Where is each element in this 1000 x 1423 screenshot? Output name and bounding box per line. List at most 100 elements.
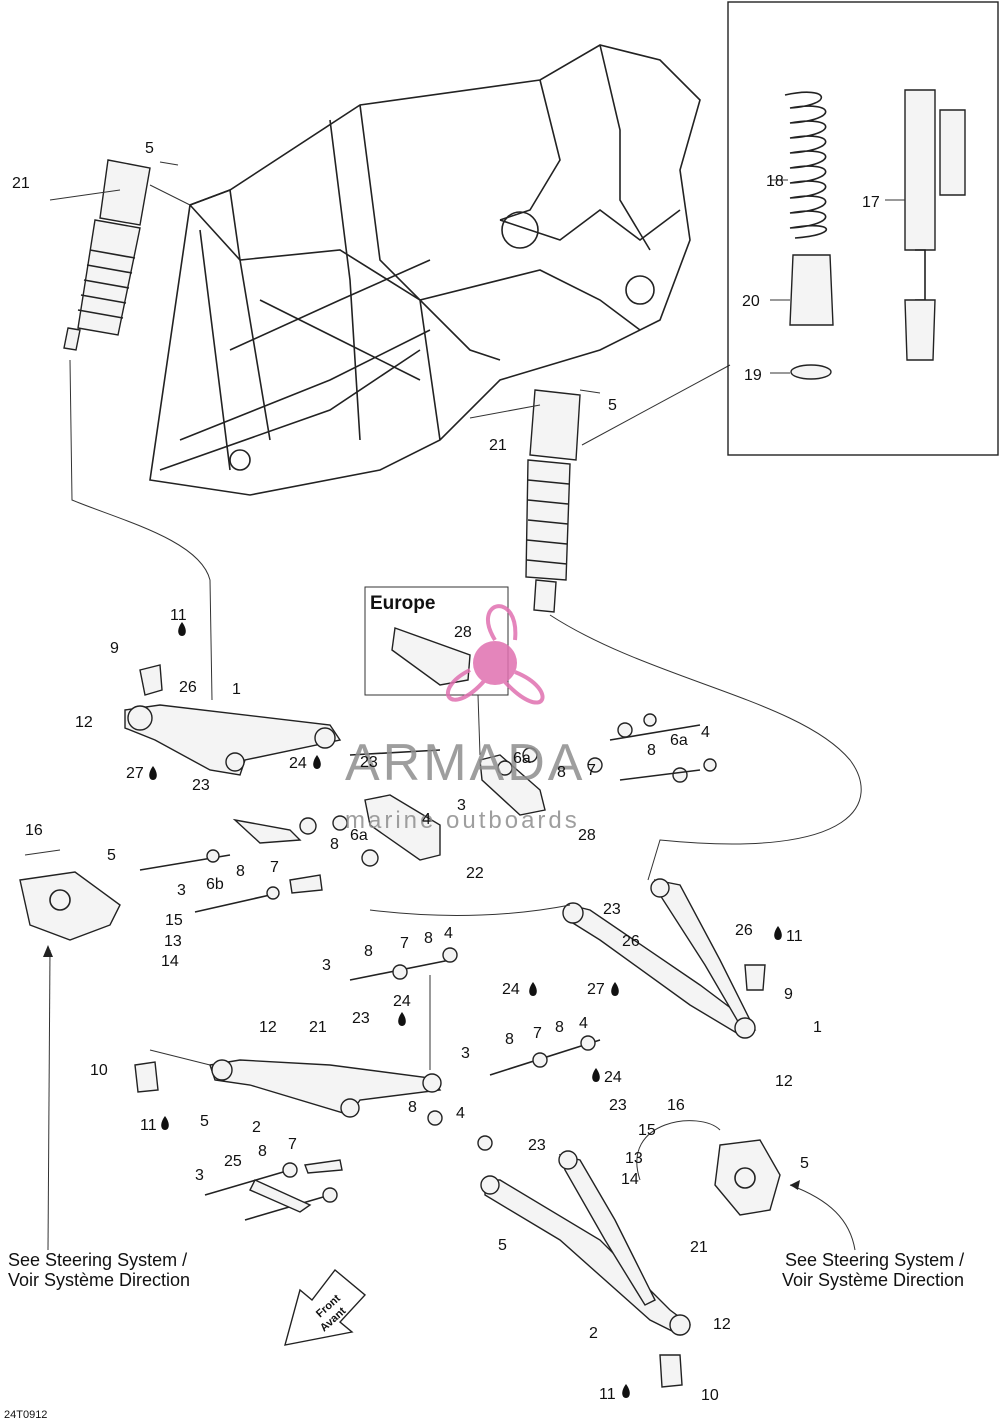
- callout: 10: [701, 1387, 719, 1404]
- callout: 7: [288, 1136, 297, 1153]
- watermark-tagline: marine outboards: [345, 807, 580, 834]
- mid-left-hardware: [139, 817, 323, 913]
- callout: 9: [784, 986, 793, 1003]
- front-direction-arrow[interactable]: Front Avant: [284, 1268, 367, 1346]
- steering-note-right-line2: Voir Système Direction: [782, 1270, 964, 1290]
- callout: 23: [603, 901, 621, 918]
- callout: 23: [609, 1097, 627, 1114]
- callout: 23: [192, 777, 210, 794]
- callout: 8: [330, 836, 339, 853]
- watermark-brand: ARMADA: [345, 734, 585, 792]
- left-shock-absorber: [49, 159, 191, 351]
- callout: 21: [690, 1239, 708, 1256]
- callout: 10: [90, 1062, 108, 1079]
- callout: 5: [800, 1155, 809, 1172]
- callout: 4: [701, 724, 710, 741]
- shock-breakdown-inset: [727, 1, 999, 456]
- callout: 27: [587, 981, 605, 998]
- callout: 9: [110, 640, 119, 657]
- callout: 24: [502, 981, 520, 998]
- callout: 8: [555, 1019, 564, 1036]
- callout: 28: [454, 624, 472, 641]
- callout: 8: [258, 1143, 267, 1160]
- callout: 15: [165, 912, 183, 929]
- callout: 23: [360, 754, 378, 771]
- steering-note-left-line1: See Steering System /: [8, 1250, 187, 1270]
- callout: 7: [587, 762, 596, 779]
- callout: 21: [309, 1019, 327, 1036]
- callout: 16: [25, 822, 43, 839]
- callout: 8: [236, 863, 245, 880]
- callout: 2: [589, 1325, 598, 1342]
- callouts: 21 5 18 17 20 19 5 21 28 11 9 26 1 12 27…: [12, 140, 880, 1404]
- callout: 5: [498, 1237, 507, 1254]
- callout: 24: [604, 1069, 622, 1086]
- callout: 1: [813, 1019, 822, 1036]
- callout: 3: [322, 957, 331, 974]
- callout: 12: [775, 1073, 793, 1090]
- callout: 12: [713, 1316, 731, 1333]
- callout: 2: [252, 1119, 261, 1136]
- callout: 7: [533, 1025, 542, 1042]
- upper-a-arm-right: [369, 878, 766, 1039]
- spring-sleeve: [789, 254, 834, 326]
- europe-inset-title: Europe: [370, 593, 435, 614]
- coil-spring: [784, 91, 828, 239]
- callout: 21: [12, 175, 30, 192]
- callout: 8: [557, 764, 566, 781]
- callout: 1: [232, 681, 241, 698]
- callout: 8: [424, 930, 433, 947]
- callout: 3: [457, 797, 466, 814]
- arrowhead-right: [790, 1180, 800, 1190]
- spring-seat: [790, 364, 832, 380]
- callout: 26: [622, 933, 640, 950]
- lower-a-arm-left: [134, 1049, 442, 1118]
- callout: 5: [608, 397, 617, 414]
- lubricant-drop-icons: [149, 622, 782, 1398]
- callout: 4: [579, 1015, 588, 1032]
- callout: 11: [170, 607, 187, 624]
- lower-a-arm-right: [480, 1150, 692, 1388]
- steering-knuckle-right: [636, 1120, 856, 1251]
- callout: 27: [126, 765, 144, 782]
- callout: 14: [621, 1171, 639, 1188]
- callout: 24: [289, 755, 307, 772]
- steering-note-right-line1: See Steering System /: [785, 1250, 964, 1270]
- callout: 16: [667, 1097, 685, 1114]
- diagram-code: 24T0912: [4, 1409, 47, 1421]
- callout: 23: [352, 1010, 370, 1027]
- lower-hardware: [204, 1110, 493, 1221]
- callout: 11: [786, 928, 803, 945]
- callout: 21: [489, 437, 507, 454]
- callout: 6a: [513, 750, 531, 767]
- callout: 22: [466, 865, 484, 882]
- callout: 8: [647, 742, 656, 759]
- callout: 3: [177, 882, 186, 899]
- callout: 4: [422, 811, 431, 828]
- callout: 13: [625, 1150, 643, 1167]
- callout: 3: [461, 1045, 470, 1062]
- center-bolts: [349, 947, 601, 1076]
- right-shock-absorber: [469, 364, 731, 613]
- callout: 6a: [670, 732, 688, 749]
- callout: 26: [179, 679, 197, 696]
- callout: 20: [742, 293, 760, 310]
- callout: 13: [164, 933, 182, 950]
- callout: 12: [259, 1019, 277, 1036]
- callout: 11: [140, 1117, 157, 1134]
- callout: 7: [400, 935, 409, 952]
- callout: 14: [161, 953, 179, 970]
- callout: 5: [107, 847, 116, 864]
- frame-assembly: [149, 44, 701, 496]
- callout: 8: [505, 1031, 514, 1048]
- callout: 3: [195, 1167, 204, 1184]
- callout: 6a: [350, 827, 368, 844]
- callout: 4: [456, 1105, 465, 1122]
- callout: 6b: [206, 876, 224, 893]
- callout: 5: [145, 140, 154, 157]
- callout: 4: [444, 925, 453, 942]
- armada-watermark: ARMADA marine outboards: [345, 604, 585, 834]
- callout: 17: [862, 194, 880, 211]
- center-link-area: [332, 713, 717, 867]
